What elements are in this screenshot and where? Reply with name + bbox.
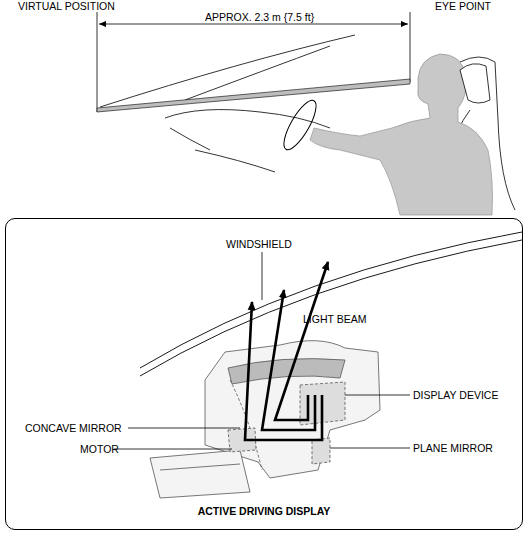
- steering-wheel: [278, 96, 322, 153]
- panel-title: ACTIVE DRIVING DISPLAY: [6, 505, 522, 517]
- part-label: LIGHT BEAM: [303, 313, 366, 325]
- part-label: CONCAVE MIRROR: [25, 422, 122, 434]
- part-label: DISPLAY DEVICE: [413, 389, 498, 401]
- leader-lines: [114, 252, 410, 449]
- part-label: MOTOR: [80, 443, 119, 455]
- dimension-lines: [97, 12, 410, 112]
- part-label: PLANE MIRROR: [413, 442, 493, 454]
- sight-beam: [97, 79, 410, 112]
- display-unit: [150, 341, 380, 498]
- part-label: WINDSHIELD: [226, 238, 292, 250]
- panel-frame: ACTIVE DRIVING DISPLAY: [5, 218, 523, 530]
- driver-figure: [310, 54, 493, 215]
- part-label: VIRTUAL POSITION: [18, 0, 115, 12]
- part-label: EYE POINT: [435, 0, 491, 12]
- headrest: [460, 64, 490, 103]
- part-label: APPROX. 2.3 m {7.5 ft}: [205, 11, 314, 23]
- light-beams: [245, 262, 328, 440]
